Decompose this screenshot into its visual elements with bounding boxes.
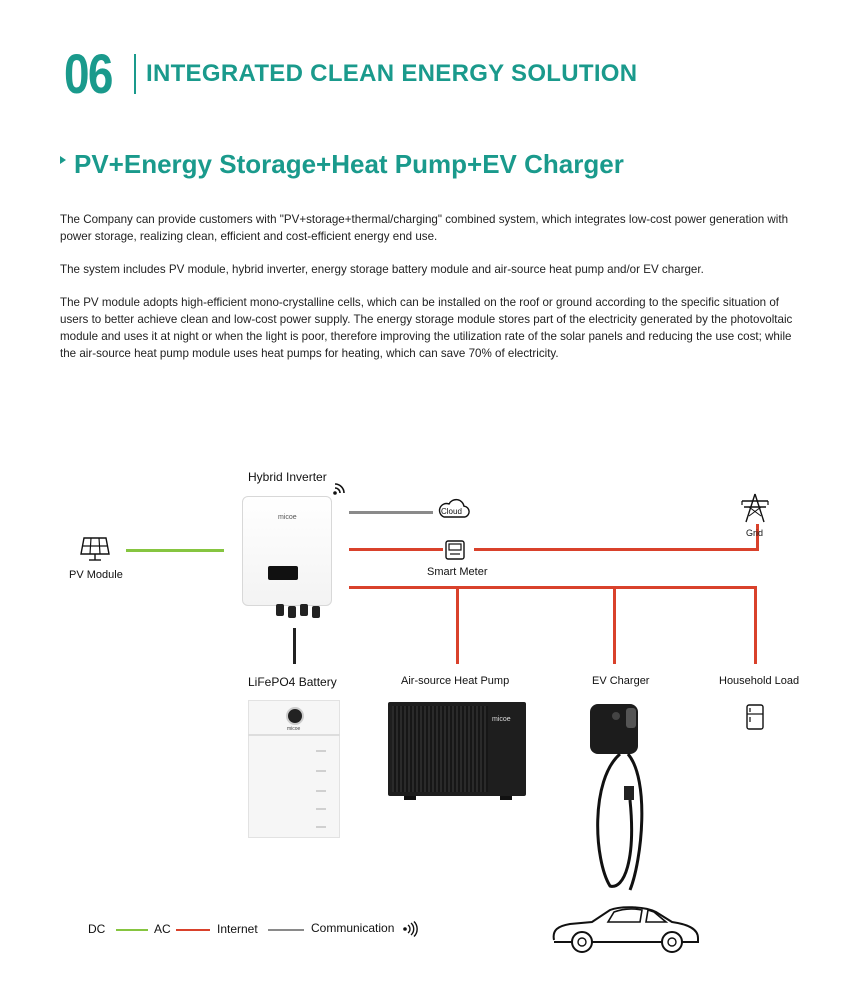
section-divider <box>134 54 136 94</box>
legend-dc-swatch <box>116 929 148 931</box>
pylon-icon <box>741 493 769 523</box>
dc-line-pv <box>126 549 224 552</box>
wifi-icon <box>333 483 345 495</box>
legend-dc-label: DC <box>88 922 106 936</box>
meter-icon <box>445 540 465 560</box>
inverter-plug <box>300 604 308 616</box>
cloud-label: Cloud <box>441 507 462 516</box>
battery-label: LiFePO4 Battery <box>248 675 337 689</box>
heat-pump-brand: micoe <box>492 716 511 723</box>
battery-band <box>248 734 340 736</box>
paragraph-details: The PV module adopts high-efficient mono… <box>60 296 793 360</box>
heat-pump-foot <box>500 796 512 800</box>
smart-meter-label: Smart Meter <box>427 566 488 578</box>
paragraph-components: The system includes PV module, hybrid in… <box>60 263 704 276</box>
pv-module-label: PV Module <box>69 569 123 581</box>
inverter-plug <box>312 606 320 618</box>
battery-module-mark <box>316 750 326 752</box>
cloud-icon <box>438 498 470 518</box>
inverter-brand: micoe <box>278 514 297 521</box>
charger-indicator <box>612 712 620 720</box>
charger-nozzle <box>626 708 636 728</box>
ac-line-household <box>754 586 757 664</box>
section-title: INTEGRATED CLEAN ENERGY SOLUTION <box>146 60 638 87</box>
heat-pump-foot <box>404 796 416 800</box>
ac-line-charger <box>613 586 616 664</box>
ac-line-loads-bus <box>349 586 756 589</box>
legend-ac-swatch <box>176 929 210 931</box>
car-icon <box>552 906 699 953</box>
battery-power-button <box>286 707 304 725</box>
signal-icon <box>403 921 418 937</box>
subtitle-bullet-icon <box>60 156 66 164</box>
communication-line-cloud <box>349 511 433 514</box>
ac-line-heatpump <box>456 586 459 664</box>
ev-charger-label: EV Charger <box>592 675 650 687</box>
legend-internet-label: Internet <box>217 922 258 936</box>
grid-label: Grid <box>746 528 764 538</box>
page-subtitle: PV+Energy Storage+Heat Pump+EV Charger <box>74 149 624 179</box>
hybrid-inverter <box>242 496 332 606</box>
inverter-plug <box>276 604 284 616</box>
charger-cable <box>596 752 644 891</box>
legend-communication-label: Communication <box>311 921 395 935</box>
heat-pump-label: Air-source Heat Pump <box>401 675 510 687</box>
heat-pump-grille <box>392 706 488 792</box>
fridge-icon <box>746 704 764 730</box>
solar-panel-icon <box>80 537 110 561</box>
household-load-label: Household Load <box>719 675 800 687</box>
paragraph-intro: The Company can provide customers with "… <box>60 213 789 243</box>
inverter-screen <box>268 566 298 580</box>
battery-module-mark <box>316 826 326 828</box>
battery-module-mark <box>316 790 326 792</box>
ac-line-grid-drop <box>756 524 759 551</box>
inverter-plug <box>288 606 296 618</box>
ac-line-meter-left <box>349 548 443 551</box>
legend-internet-swatch <box>268 929 304 931</box>
section-number: 06 <box>64 42 113 105</box>
legend-ac-label: AC <box>154 922 171 936</box>
ac-line-meter-grid <box>474 548 758 551</box>
battery-brand: micoe <box>287 726 301 732</box>
battery-module-mark <box>316 808 326 810</box>
dc-line-battery <box>293 628 296 664</box>
battery-module-mark <box>316 770 326 772</box>
hybrid-inverter-label: Hybrid Inverter <box>248 470 327 484</box>
